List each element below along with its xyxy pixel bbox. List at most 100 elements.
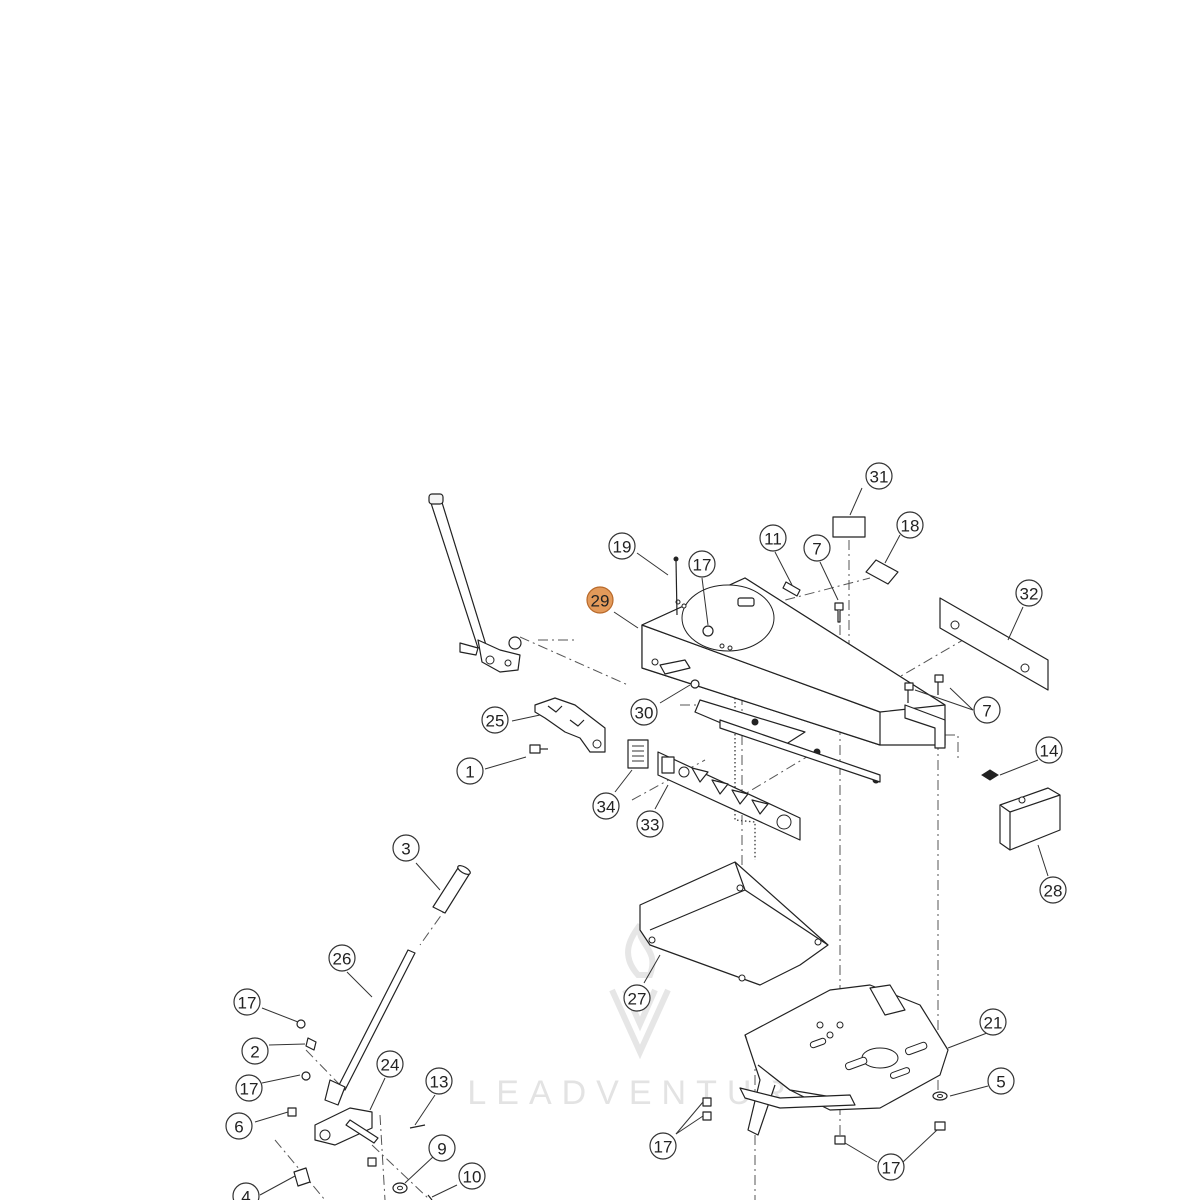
callout-17: 17 [877,1153,905,1181]
control-lever-upper [428,493,522,673]
callout-label: 2 [250,1043,259,1062]
callout-26: 26 [328,944,356,972]
callout-circle [759,524,787,552]
lever-rod-26 [324,949,416,1106]
callout-10: 10 [458,1162,486,1190]
callout-3: 3 [392,834,420,862]
callout-circle [608,532,636,560]
callout-11: 11 [759,524,787,552]
callout-circle [592,792,620,820]
callout-28: 28 [1039,876,1067,904]
callout-circle [649,1132,677,1160]
callout-circle [428,1134,456,1162]
callout-circle [896,511,924,539]
callout-circle [1035,736,1063,764]
callout-label: 18 [901,517,920,536]
callout-circle [458,1162,486,1190]
callout-33: 33 [636,810,664,838]
callout-label: 26 [333,950,352,969]
callout-circle [865,462,893,490]
callout-18: 18 [896,511,924,539]
callout-circle [623,984,651,1012]
callout-label: 24 [381,1056,400,1075]
callout-14: 14 [1035,736,1063,764]
pivot-bracket-24 [314,1107,379,1146]
callout-4: 4 [232,1182,260,1200]
callout-17: 17 [649,1132,677,1160]
bracket-25 [534,697,606,753]
clip-nut-14 [981,769,999,781]
callout-circle [636,810,664,838]
callout-label: 5 [996,1073,1005,1092]
callout-label: 11 [764,530,782,549]
callout-label: 27 [628,990,647,1009]
callout-circle [392,834,420,862]
callout-label: 17 [693,556,712,575]
tray-27 [639,861,829,986]
callout-7: 7 [803,534,831,562]
callout-label: 17 [238,994,257,1013]
callout-5: 5 [987,1067,1015,1095]
callout-label: 33 [641,816,660,835]
callout-circle [481,706,509,734]
callout-9: 9 [428,1134,456,1162]
callout-circle [630,698,658,726]
screw-1 [529,744,548,754]
callout-label: 13 [430,1073,449,1092]
callout-circle [979,1008,1007,1036]
callout-29: 29 [586,586,614,614]
callout-circle [456,757,484,785]
callout-label: 29 [591,592,610,611]
callout-label: 21 [984,1014,1003,1033]
callout-circle [688,550,716,578]
callout-21: 21 [979,1008,1007,1036]
callout-25: 25 [481,706,509,734]
callout-circle [987,1067,1015,1095]
callout-17: 17 [233,988,261,1016]
callout-label: 25 [486,712,505,731]
callout-circle [225,1112,253,1140]
callout-19: 19 [608,532,636,560]
callout-label: 6 [234,1118,243,1137]
callout-34: 34 [592,792,620,820]
callout-circle [232,1182,260,1200]
callout-6: 6 [225,1112,253,1140]
callout-label: 17 [240,1080,259,1099]
safety-decal-34 [627,739,649,769]
callout-30: 30 [630,698,658,726]
control-housing-29 [641,577,946,784]
callout-circle [1015,579,1043,607]
callout-2: 2 [241,1037,269,1065]
callout-label: 7 [982,702,991,721]
callout-17: 17 [235,1074,263,1102]
callout-circle [241,1037,269,1065]
callout-label: 14 [1040,742,1059,761]
callout-label: 34 [597,798,616,817]
callout-circle [803,534,831,562]
callout-7: 7 [973,696,1001,724]
hardware-upper [673,556,944,703]
hardware-lower-right [702,1091,948,1145]
decal-18 [865,559,899,585]
callout-circle [973,696,1001,724]
warning-decal-33 [657,751,801,841]
callout-label: 17 [882,1159,901,1178]
callout-label: 28 [1044,882,1063,901]
callout-circle [233,988,261,1016]
callout-label: 9 [437,1140,446,1159]
grip-3 [432,867,471,914]
cover-28 [999,787,1061,851]
callout-circle [877,1153,905,1181]
hardware-lower-left [287,1019,433,1200]
callout-label: 31 [870,468,889,487]
callout-label: 19 [613,538,632,557]
callout-circle [586,586,614,614]
callout-circle [425,1067,453,1095]
callout-label: 7 [812,540,821,559]
callout-label: 17 [654,1138,673,1157]
callout-circle [235,1074,263,1102]
callout-circle [1039,876,1067,904]
callout-13: 13 [425,1067,453,1095]
callout-label: 32 [1020,585,1039,604]
